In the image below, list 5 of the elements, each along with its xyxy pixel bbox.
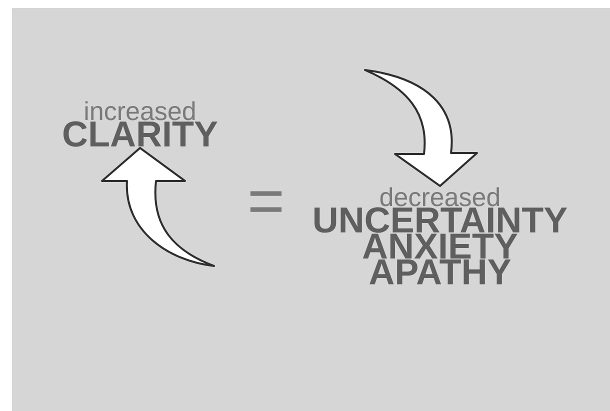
text-label: increased CLARITY (64, 101, 218, 147)
equals-sign: = (250, 191, 282, 212)
text-label: decreased UNCERTAINTY ANXIETY APATHY (314, 187, 568, 284)
curved-arrow (364, 69, 478, 187)
curved-arrow (101, 146, 215, 267)
